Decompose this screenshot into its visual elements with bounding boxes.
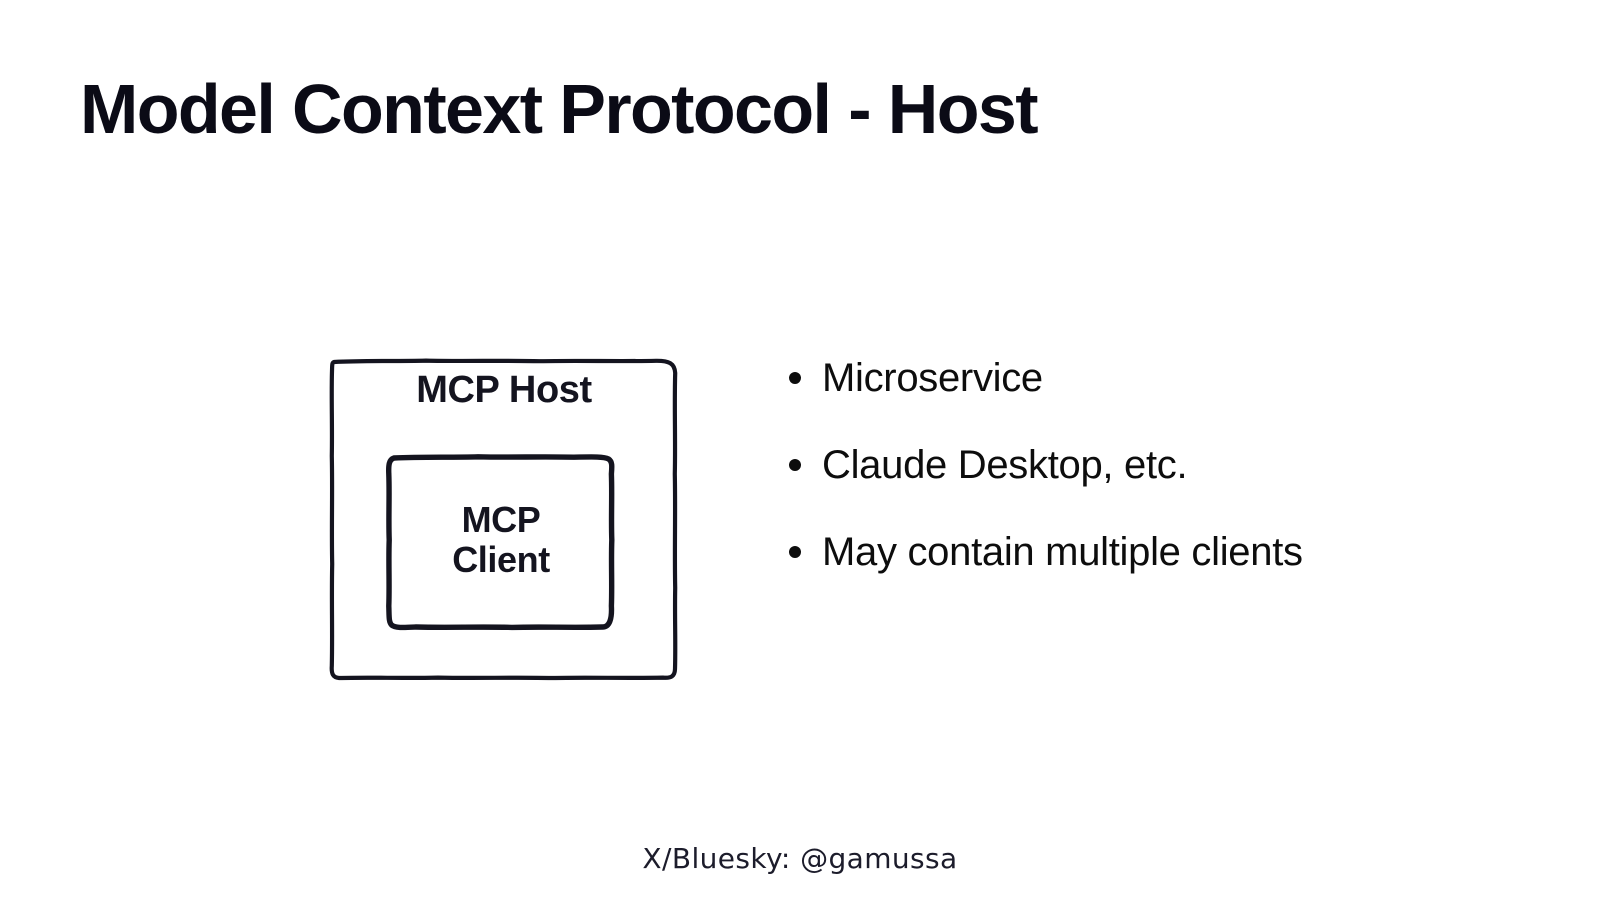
bullet-dot-icon bbox=[789, 546, 801, 558]
mcp-host-diagram: MCP Host MCP Client bbox=[318, 344, 690, 690]
page-title: Model Context Protocol - Host bbox=[80, 70, 1039, 148]
inner-box-label-line-2: Client bbox=[452, 539, 550, 581]
list-item-label: Claude Desktop, etc. bbox=[822, 443, 1188, 487]
inner-box-outline bbox=[386, 454, 615, 631]
bullet-list: Microservice Claude Desktop, etc. May co… bbox=[784, 358, 1524, 572]
list-item-label: May contain multiple clients bbox=[822, 530, 1303, 574]
list-item: Claude Desktop, etc. bbox=[784, 445, 1524, 485]
list-item-label: Microservice bbox=[822, 356, 1043, 400]
diagram-boxes-svg bbox=[329, 358, 678, 681]
inner-box-label: MCP Client bbox=[390, 499, 612, 581]
inner-box-label-line-1: MCP bbox=[461, 499, 541, 540]
bullet-dot-icon bbox=[789, 372, 801, 384]
footer-handle: X/Bluesky: @gamussa bbox=[642, 842, 958, 875]
outer-box-outline bbox=[329, 358, 678, 681]
list-item: Microservice bbox=[784, 358, 1524, 398]
outer-box-label: MCP Host bbox=[416, 369, 592, 411]
list-item: May contain multiple clients bbox=[784, 532, 1524, 572]
bullet-dot-icon bbox=[789, 459, 801, 471]
